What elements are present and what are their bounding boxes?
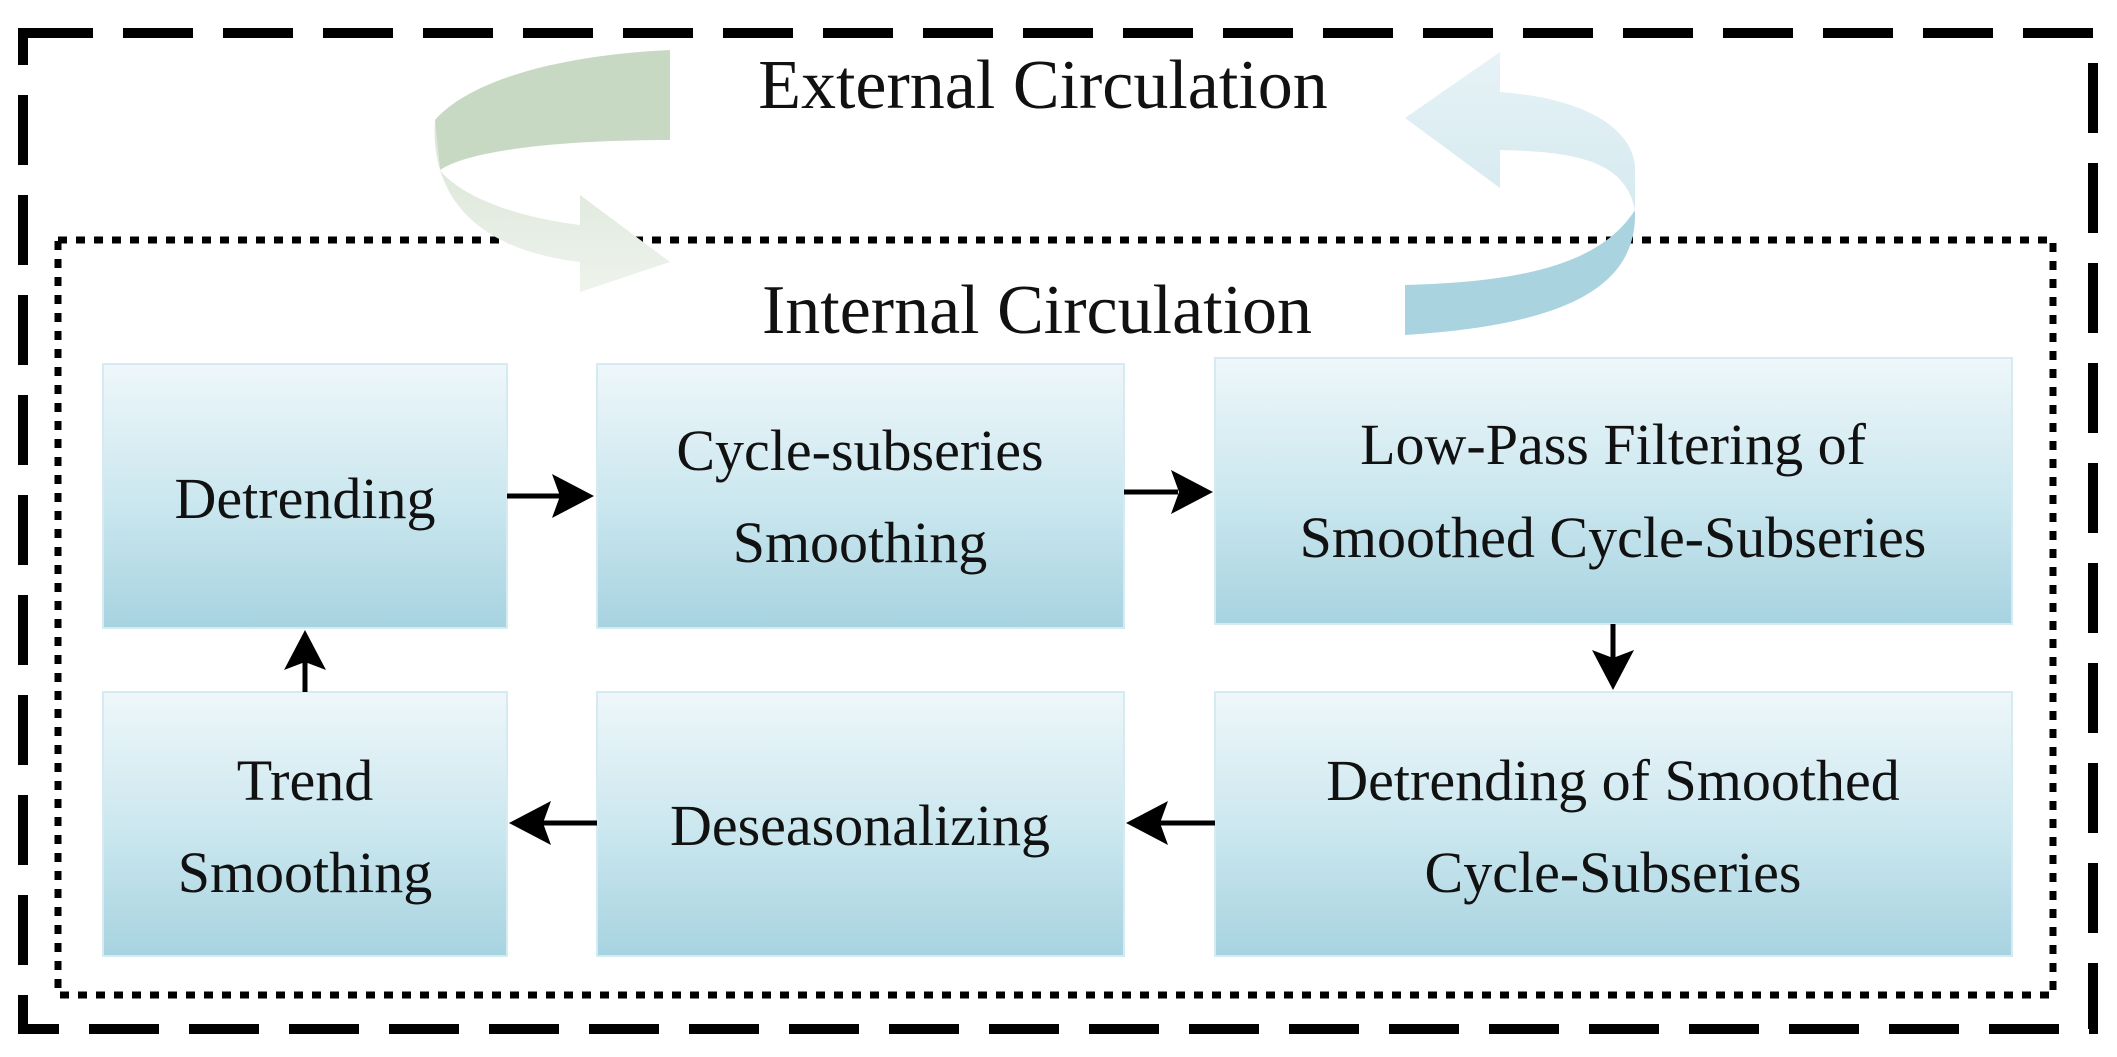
internal-circulation-frame: [54, 236, 2057, 999]
external-circulation-label: External Circulation: [758, 47, 1328, 124]
step-cycle-smoothing-line2: Smoothing: [733, 510, 988, 575]
step-low-pass-line2: Smoothed Cycle-Subseries: [1300, 505, 1927, 570]
arrow-detrending-smoothed-to-deseasonalizing: [1126, 801, 1215, 845]
step-detrending: Detrending: [102, 363, 508, 629]
step-trend-smoothing-line1: Trend: [237, 748, 373, 813]
step-detrending-of-smoothed: Detrending of Smoothed Cycle-Subseries: [1214, 691, 2013, 957]
step-deseasonalizing-label: Deseasonalizing: [670, 793, 1050, 858]
step-deseasonalizing: Deseasonalizing: [596, 691, 1125, 957]
arrow-deseasonalizing-to-trend: [509, 801, 597, 845]
arrow-trend-to-detrending: [284, 630, 326, 692]
step-cycle-subseries-smoothing: Cycle-subseries Smoothing: [596, 363, 1125, 629]
external-circulation-frame: [18, 28, 2098, 1034]
step-low-pass-filtering: Low-Pass Filtering of Smoothed Cycle-Sub…: [1214, 357, 2013, 625]
internal-circulation-label: Internal Circulation: [762, 272, 1312, 349]
step-cycle-smoothing-line1: Cycle-subseries: [676, 418, 1043, 483]
step-detrending-smoothed-line2: Cycle-Subseries: [1425, 840, 1802, 905]
arrow-cycle-to-lowpass: [1124, 470, 1213, 514]
step-low-pass-line1: Low-Pass Filtering of: [1360, 412, 1867, 477]
arrow-detrending-to-cycle: [507, 474, 594, 518]
step-trend-smoothing-line2: Smoothing: [178, 840, 433, 905]
blue-cycle-arrow-icon: [1405, 52, 1636, 335]
step-detrending-label: Detrending: [175, 466, 436, 531]
step-trend-smoothing: Trend Smoothing: [102, 691, 508, 957]
green-cycle-arrow-icon: [434, 50, 670, 292]
step-detrending-smoothed-line1: Detrending of Smoothed: [1326, 748, 1899, 813]
arrow-lowpass-to-detrending-smoothed: [1592, 624, 1634, 690]
